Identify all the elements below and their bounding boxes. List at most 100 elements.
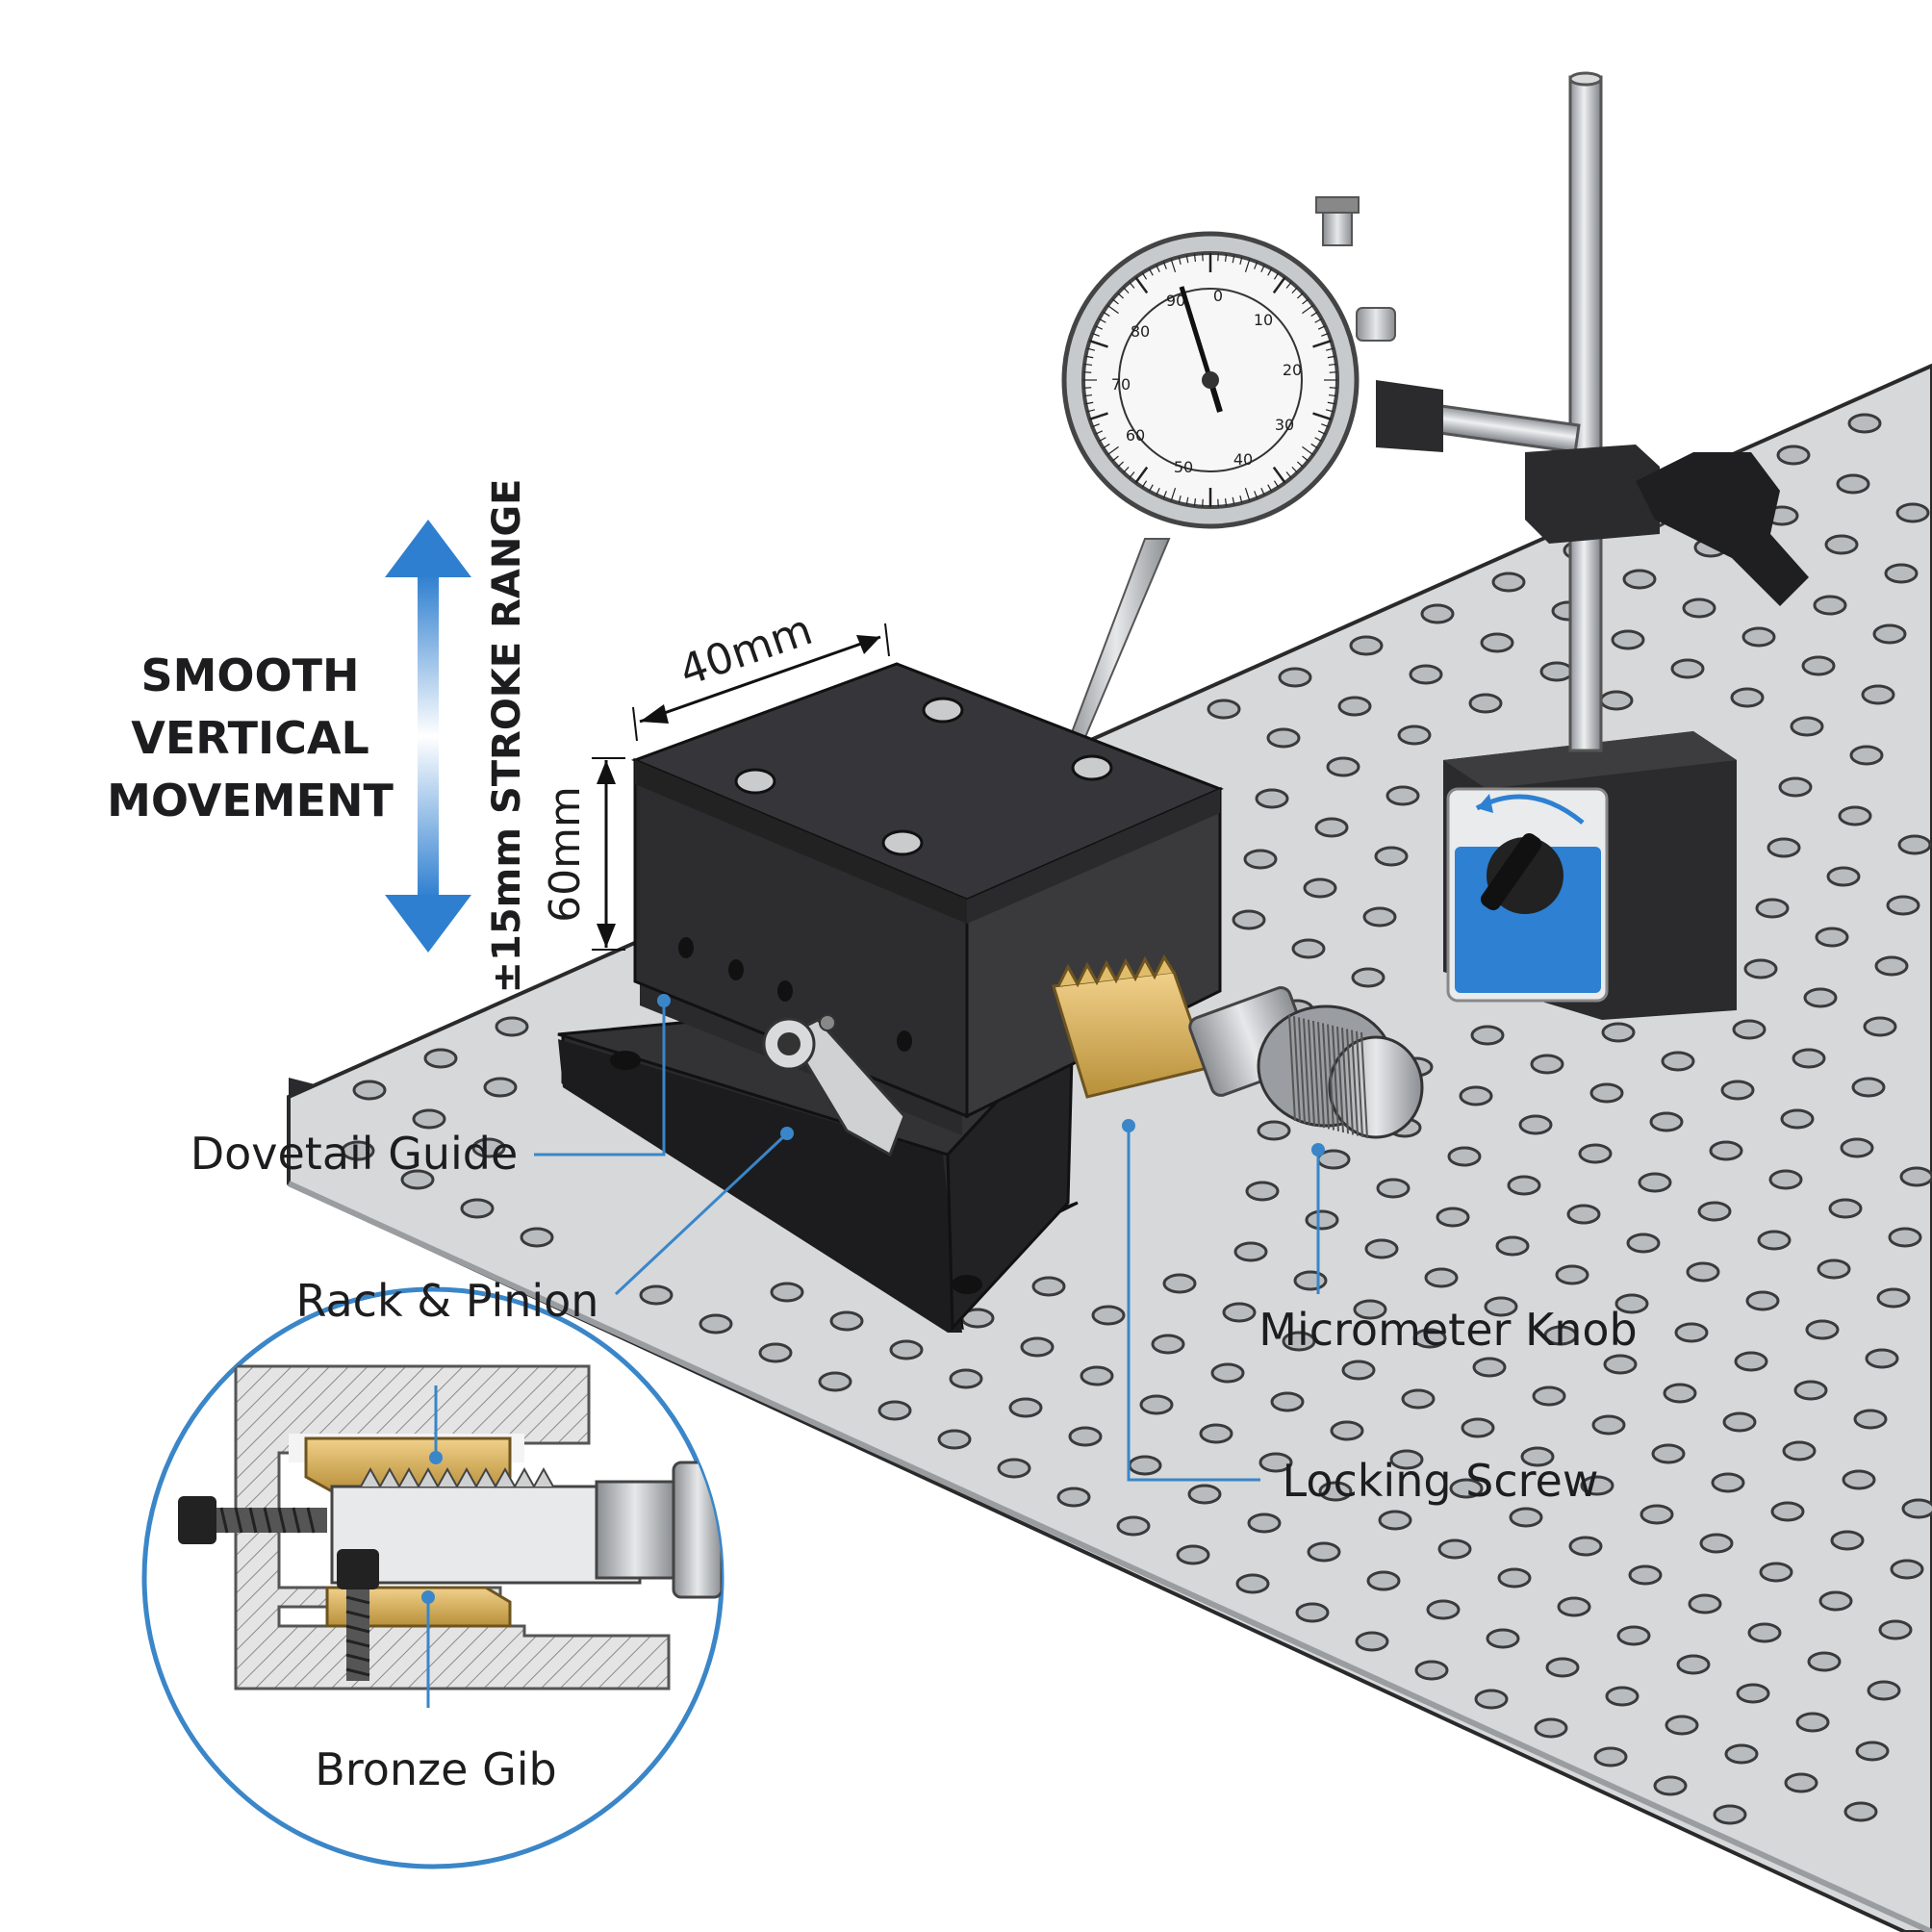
mounting-hole xyxy=(1293,1270,1328,1291)
dial-tick xyxy=(1254,262,1258,269)
mounting-hole xyxy=(1784,1772,1818,1793)
dial-tick xyxy=(1260,487,1265,496)
mounting-hole xyxy=(1243,849,1278,870)
knurl-line xyxy=(1312,1020,1320,1128)
mounting-hole xyxy=(1861,684,1895,705)
mounting-hole xyxy=(1474,1689,1509,1710)
dial-tick xyxy=(1141,272,1148,280)
dial-tick xyxy=(1329,387,1337,389)
rack-pinion-label: Rack & Pinion xyxy=(296,1275,599,1327)
mounting-hole xyxy=(1412,1328,1447,1349)
dial-number: 80 xyxy=(1131,322,1150,341)
dial-tick xyxy=(1092,423,1100,428)
width-label: 40mm xyxy=(674,605,819,696)
mounting-hole xyxy=(1795,1712,1830,1733)
mounting-hole xyxy=(1780,1108,1815,1130)
mounting-hole xyxy=(1838,805,1872,826)
mounting-hole xyxy=(1807,1651,1842,1672)
knurl-line xyxy=(1360,1031,1368,1139)
micrometer-knob-label: Micrometer Knob xyxy=(1258,1304,1637,1356)
dial-tick xyxy=(1314,437,1322,443)
dial-tick xyxy=(1244,259,1251,272)
mounting-hole xyxy=(1068,1426,1103,1447)
mounting-hole xyxy=(1530,1054,1564,1075)
mounting-hole xyxy=(1303,877,1337,899)
dial-tick xyxy=(1325,347,1335,351)
mounting-hole xyxy=(877,1400,912,1421)
mounting-hole xyxy=(1486,1628,1520,1649)
stand-arm xyxy=(1376,380,1809,606)
mounting-hole xyxy=(1682,597,1716,619)
mounting-hole xyxy=(1732,1019,1767,1040)
mounting-hole xyxy=(1734,1351,1768,1372)
mounting-hole xyxy=(1782,1440,1817,1462)
mounting-hole xyxy=(1008,1397,1043,1418)
headline-line-3: MOVEMENT xyxy=(107,775,394,826)
mounting-hole xyxy=(1295,1602,1330,1623)
mounting-hole xyxy=(1847,413,1882,434)
dial-tick xyxy=(1148,484,1154,492)
mounting-hole xyxy=(1351,967,1385,988)
knurl-lines xyxy=(1288,1014,1368,1139)
mounting-hole xyxy=(1378,1510,1412,1531)
mounting-hole xyxy=(1472,1357,1507,1378)
mounting-hole xyxy=(1676,1654,1711,1675)
mounting-hole xyxy=(639,1284,674,1306)
dial-tick xyxy=(1162,491,1167,498)
mounting-hole xyxy=(1851,1077,1886,1098)
dial-tick xyxy=(1296,292,1304,299)
knurl-line xyxy=(1356,1030,1363,1137)
mounting-hole xyxy=(1409,664,1443,685)
mounting-hole xyxy=(1507,1175,1541,1196)
mounting-hole xyxy=(1151,1334,1185,1355)
mounting-hole xyxy=(1232,909,1266,930)
dial-tick xyxy=(1089,340,1108,348)
dial-tick xyxy=(1106,304,1119,315)
mounting-hole xyxy=(1686,1261,1720,1283)
mounting-hole xyxy=(1353,1299,1387,1320)
mounting-hole xyxy=(483,1077,518,1098)
dial-tick xyxy=(1185,255,1189,264)
dial-tick xyxy=(1273,480,1280,488)
mounting-hole xyxy=(1824,534,1859,555)
mounting-hole xyxy=(1468,693,1503,714)
dial-number: 40 xyxy=(1233,450,1253,469)
mounting-hole xyxy=(1599,690,1634,711)
mounting-hole xyxy=(1162,1273,1197,1294)
knurl-line xyxy=(1303,1018,1310,1125)
mounting-hole xyxy=(1649,1111,1684,1132)
dial-tick xyxy=(1170,488,1177,501)
dial-tick xyxy=(1272,466,1286,484)
dial-tick xyxy=(1148,268,1154,276)
dial-number: 60 xyxy=(1126,426,1145,445)
mounting-hole xyxy=(1020,1336,1055,1358)
mounting-hole xyxy=(1640,1504,1674,1525)
dial-tick xyxy=(1123,466,1130,473)
mounting-hole xyxy=(1326,756,1360,777)
mounting-hole xyxy=(1470,1025,1505,1046)
dial-number: 0 xyxy=(1213,287,1223,305)
dial-tick xyxy=(1273,272,1280,280)
mounting-hole xyxy=(1724,1743,1759,1765)
dial-tick xyxy=(1267,484,1273,492)
mounting-hole xyxy=(1307,1541,1341,1563)
rack-pinion-leader xyxy=(614,1127,794,1296)
linear-stage xyxy=(557,662,1424,1333)
mounting-hole xyxy=(1362,906,1397,928)
mounting-hole xyxy=(341,1140,375,1161)
dial-tick xyxy=(1111,455,1119,462)
mounting-hole xyxy=(1128,1455,1162,1476)
mounting-hole xyxy=(1759,1562,1793,1583)
mounting-hole xyxy=(1849,745,1884,766)
dial-tick xyxy=(1329,371,1337,373)
mounting-hole xyxy=(1897,834,1932,855)
mounting-hole xyxy=(1385,785,1420,806)
dial-tick xyxy=(1321,332,1329,337)
dial-tick xyxy=(1092,332,1100,337)
dial-tick xyxy=(1314,318,1322,323)
mounting-hole xyxy=(1376,1178,1411,1199)
dial-number: 30 xyxy=(1275,416,1294,434)
top-screws xyxy=(734,697,1113,856)
stand-post xyxy=(1568,71,1603,752)
mounting-hole xyxy=(1139,1394,1174,1415)
